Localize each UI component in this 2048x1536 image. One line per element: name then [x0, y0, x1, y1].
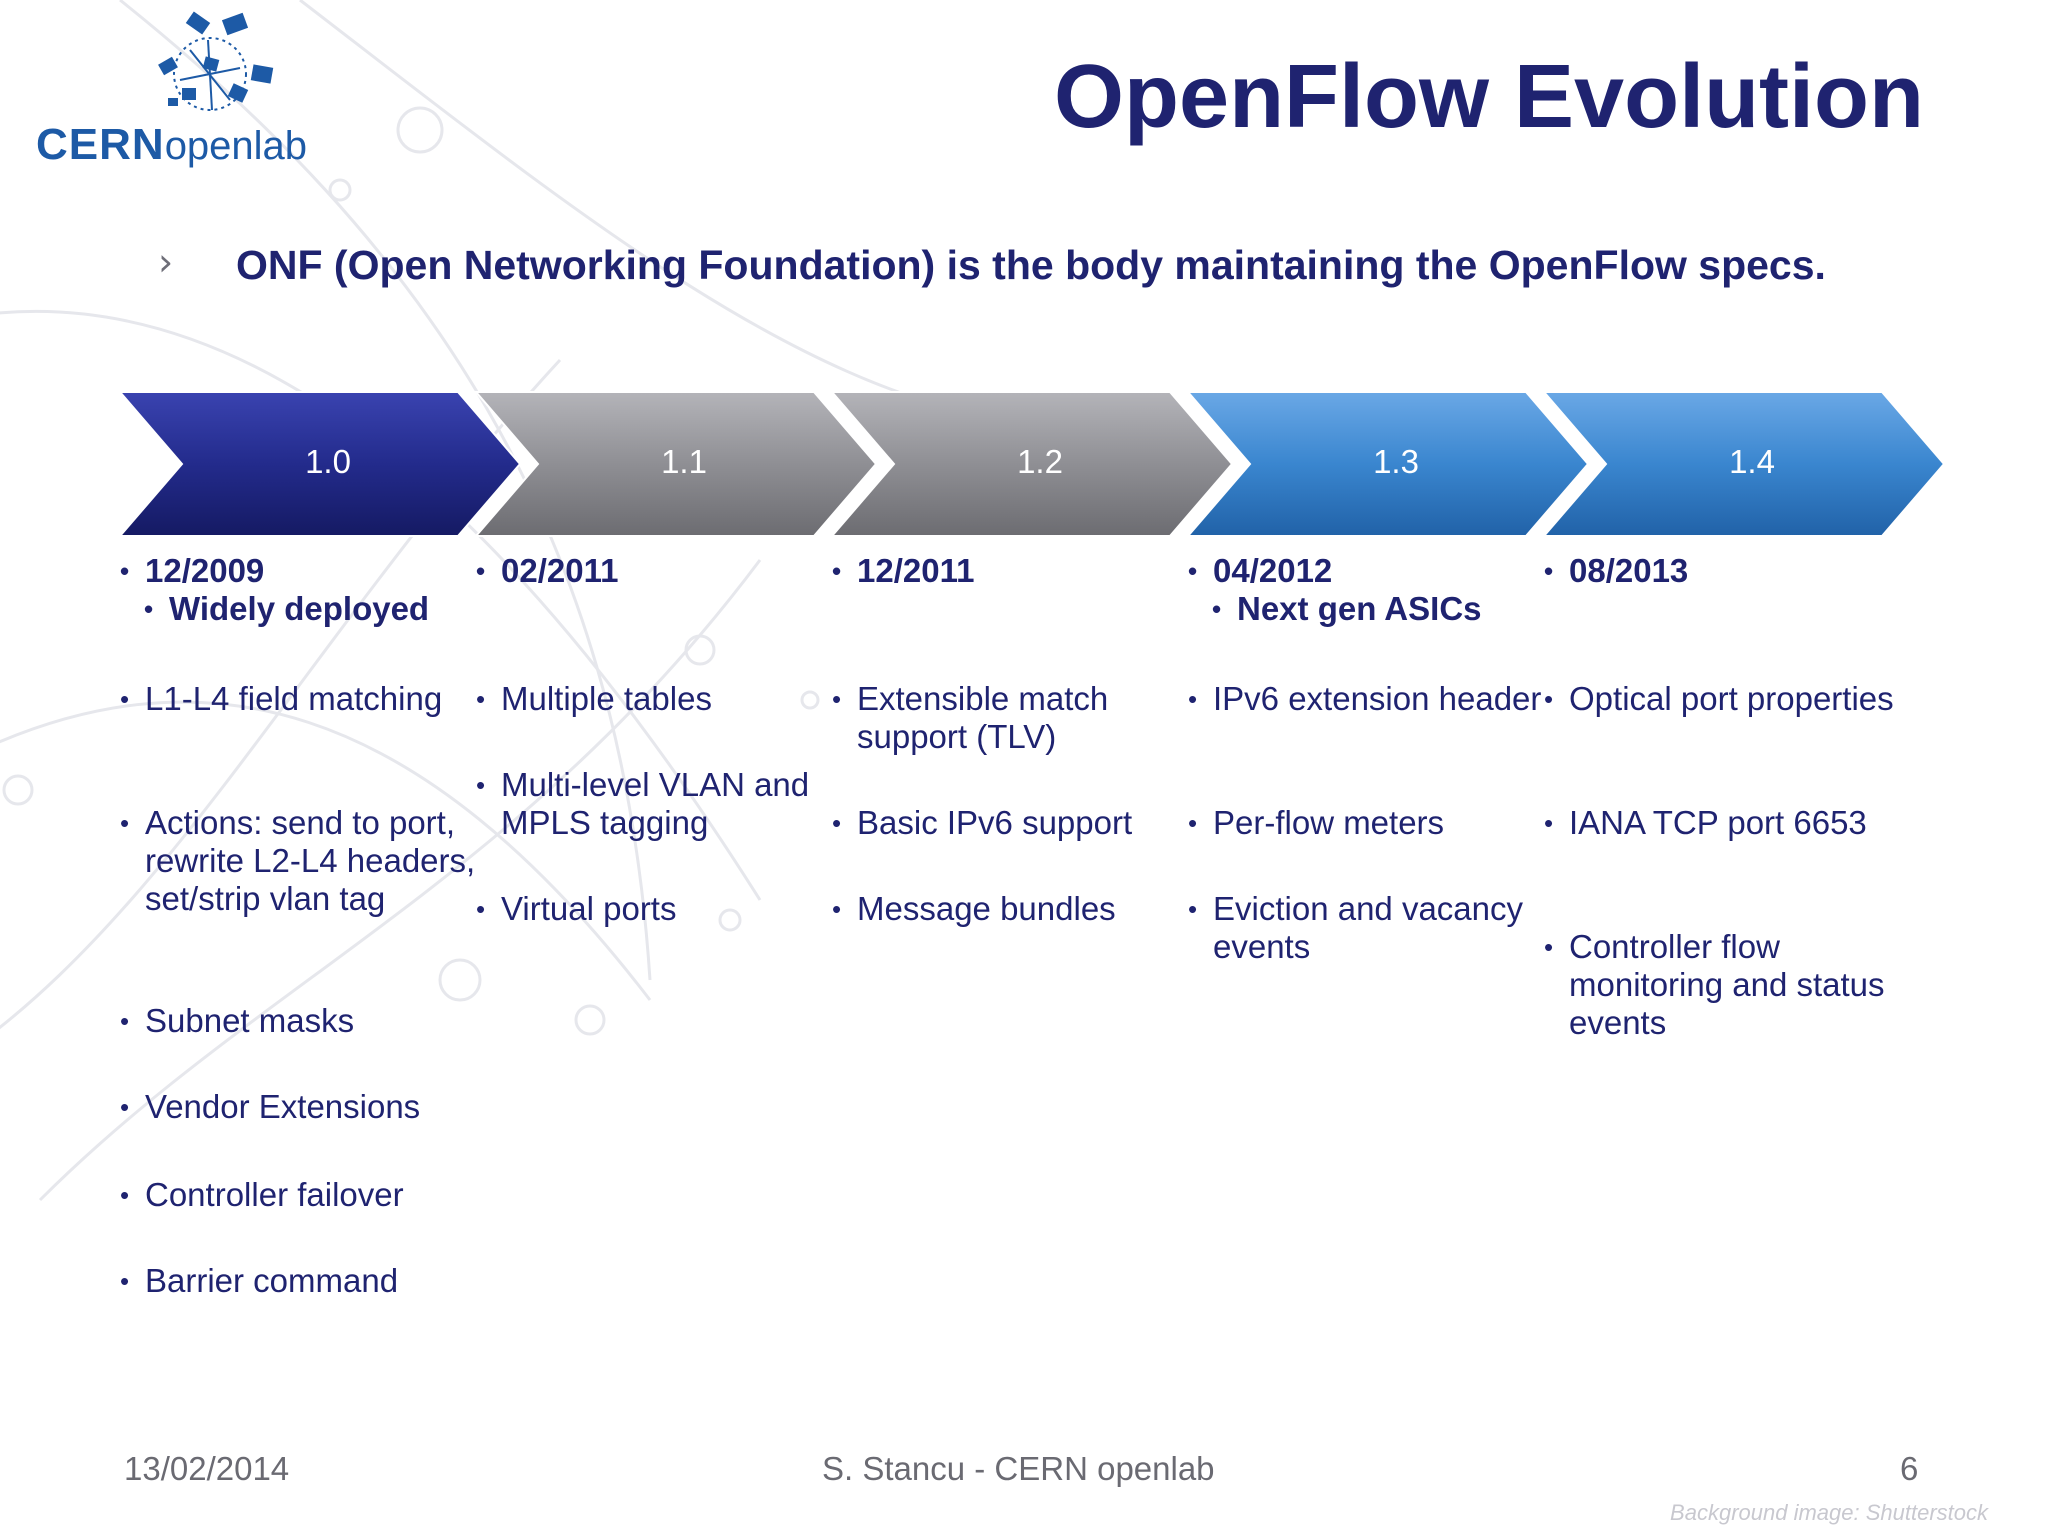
version-label-1-1: 1.1: [661, 443, 707, 480]
chevron-1-2: [829, 391, 1234, 537]
feature-item: Extensible match support (TLV): [832, 680, 1192, 756]
chevron-right-icon: ›: [158, 240, 174, 284]
feature-item: Vendor Extensions: [120, 1088, 480, 1126]
feature-item: IPv6 extension header: [1188, 680, 1548, 718]
feature-item: IANA TCP port 6653: [1544, 804, 1904, 842]
version-label-1-0: 1.0: [305, 443, 351, 480]
feature-item: Controller flow monitoring and status ev…: [1544, 928, 1904, 1042]
feature-item: Eviction and vacancy events: [1188, 890, 1548, 966]
slide-title: OpenFlow Evolution: [1054, 47, 1924, 147]
version-timeline: 1.0 1.1 1.2 1.3 1.4: [118, 388, 1958, 540]
feature-item: Per-flow meters: [1188, 804, 1548, 842]
footer-author: S. Stancu - CERN openlab: [822, 1450, 1215, 1487]
chevron-1-1: [473, 391, 878, 537]
logo-cern-text: CERN: [36, 120, 165, 169]
network-logo-icon: [158, 11, 274, 111]
feature-item: Message bundles: [832, 890, 1192, 928]
release-date: 12/2009: [120, 552, 480, 590]
footer-date: 13/02/2014: [124, 1450, 290, 1487]
version-label-1-3: 1.3: [1373, 443, 1419, 480]
feature-item: L1-L4 field matching: [120, 680, 480, 718]
cern-openlab-logo: CERNopenlab: [30, 10, 307, 170]
subtitle-row: › ONF (Open Networking Foundation) is th…: [158, 236, 1958, 296]
release-date: 02/2011: [476, 552, 836, 590]
release-date: 12/2011: [832, 552, 1192, 590]
timeline-chevrons: [118, 391, 1946, 537]
feature-item: Multiple tables: [476, 680, 836, 718]
logo-openlab-text: openlab: [164, 124, 308, 168]
feature-item: Barrier command: [120, 1262, 480, 1300]
release-date: 04/2012: [1188, 552, 1548, 590]
version-label-1-2: 1.2: [1017, 443, 1063, 480]
feature-item: Virtual ports: [476, 890, 836, 928]
release-note: Widely deployed: [144, 590, 480, 628]
feature-item: Controller failover: [120, 1176, 480, 1214]
feature-item: Subnet masks: [120, 1002, 480, 1040]
feature-item: Actions: send to port, rewrite L2-L4 hea…: [120, 804, 480, 918]
feature-item: Optical port properties: [1544, 680, 1904, 718]
page-number: 6: [1900, 1450, 1919, 1487]
version-label-1-4: 1.4: [1729, 443, 1775, 480]
feature-item: Basic IPv6 support: [832, 804, 1192, 842]
release-date: 08/2013: [1544, 552, 1904, 590]
release-note: Next gen ASICs: [1212, 590, 1548, 628]
subtitle-text: ONF (Open Networking Foundation) is the …: [236, 242, 1826, 288]
chevron-1-0: [118, 391, 522, 537]
chevron-1-4: [1541, 391, 1946, 537]
feature-item: Multi-level VLAN and MPLS tagging: [476, 766, 836, 842]
background-credit: Background image: Shutterstock: [1670, 1500, 1988, 1525]
chevron-1-3: [1185, 391, 1590, 537]
